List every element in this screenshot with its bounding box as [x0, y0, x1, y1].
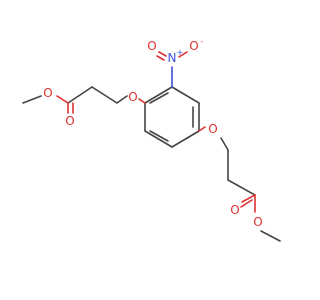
nitro-n-label: N [168, 51, 177, 65]
top-methoxy-o-label: O [43, 86, 52, 100]
bottom-ch2-carbonyl-bond [227, 179, 256, 196]
nitro-n-o-double-a [158, 51, 167, 57]
top-o-ch2-bond [116, 95, 128, 104]
top-ring-o-bond [138, 98, 146, 104]
nitro-o-double-label: O [147, 39, 156, 53]
ring-bond-6 [144, 86, 173, 104]
ring-double-bond-bottom [149, 130, 169, 142]
top-ch2-ch2-bond [91, 86, 118, 104]
top-methyl-bond [22, 95, 42, 104]
ring-bond-1 [171, 86, 200, 104]
top-ether-o-label: O [128, 90, 137, 104]
ring-double-bond-top [149, 92, 169, 104]
bottom-ring-o-bond [198, 126, 206, 132]
bottom-methoxy-o-label: O [253, 215, 262, 229]
bottom-ether-o-label: O [208, 122, 217, 136]
structure-svg: N + O O - O O O O O O [22, 37, 281, 242]
bottom-ester-chain: O O O [198, 122, 281, 242]
top-ester-chain: O O O [22, 86, 146, 128]
bottom-methyl-bond [260, 230, 281, 242]
benzene-ring [144, 86, 200, 148]
bottom-carbonyl-double-a [241, 194, 256, 203]
nitro-o-single-label: O [189, 39, 198, 53]
top-ester-o-bond [56, 95, 69, 104]
molecule-diagram: N + O O - O O O O O O [22, 37, 281, 242]
nitro-n-charge: + [177, 48, 184, 57]
bottom-carbonyl-double-b [240, 199, 253, 208]
nitro-group: N + O O - [147, 37, 204, 88]
nitro-o-charge: - [201, 37, 204, 46]
ring-bond-4 [144, 130, 173, 148]
bottom-carbonyl-o-label: O [230, 203, 239, 217]
ring-bond-3 [171, 130, 200, 148]
top-carbonyl-o-label: O [65, 114, 74, 128]
nitro-n-o-double-b [156, 55, 165, 61]
bottom-o-ch2-bond [220, 137, 229, 151]
nitro-n-o-single [178, 51, 188, 58]
top-ch2-carbonyl-bond [67, 86, 93, 104]
